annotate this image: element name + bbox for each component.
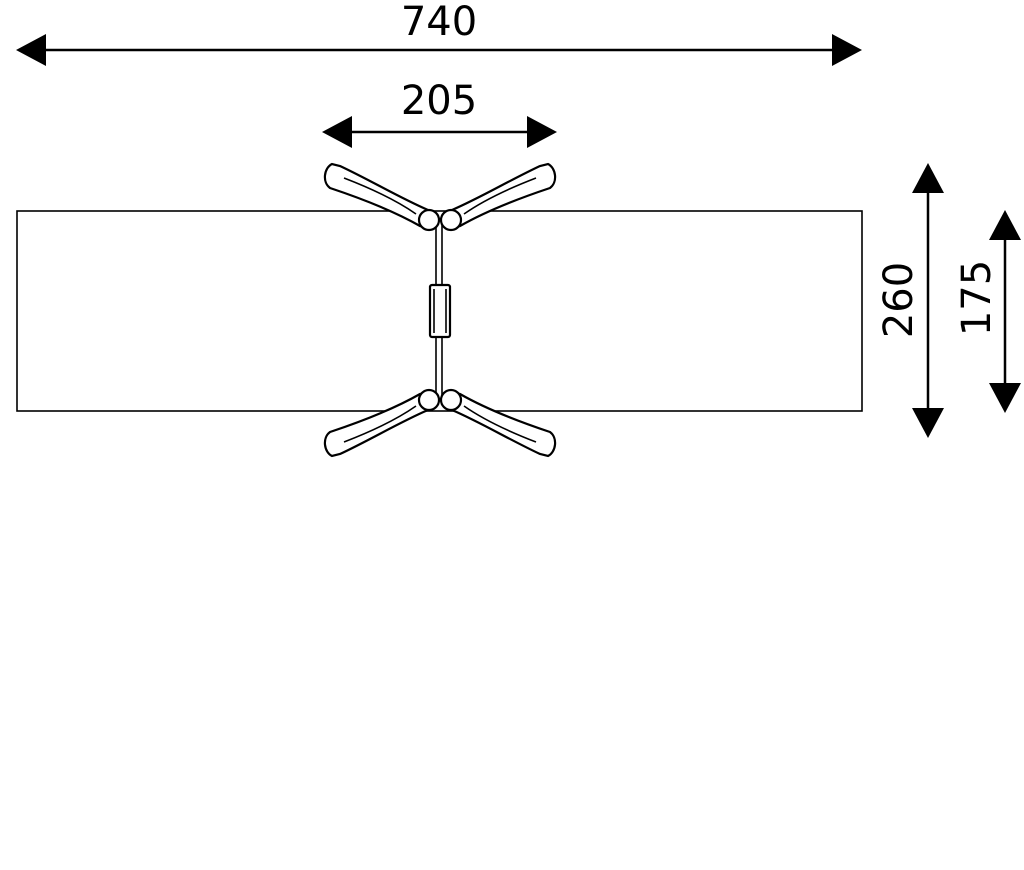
frame-width-label: 205: [401, 78, 477, 124]
arrow-up-icon: [989, 210, 1021, 240]
dimension-frame-width: 205: [322, 78, 557, 148]
leg-top-right: [448, 162, 557, 228]
arrow-left-icon: [322, 116, 352, 148]
top-beam: [428, 222, 452, 400]
leg-bottom-left: [323, 392, 432, 458]
arrow-left-icon: [16, 34, 46, 66]
arrow-down-icon: [912, 408, 944, 438]
arrow-right-icon: [527, 116, 557, 148]
overall-length-label: 740: [401, 0, 477, 45]
joint-bottom-right: [439, 388, 463, 412]
leg-top-left: [323, 162, 432, 228]
arrow-up-icon: [912, 163, 944, 193]
joint-top-right: [439, 208, 463, 232]
swing-seat: [428, 283, 452, 339]
arrow-down-icon: [989, 383, 1021, 413]
dimension-inner-depth: 175: [954, 210, 1021, 413]
inner-depth-label: 175: [954, 260, 1000, 336]
joint-bottom-left: [417, 388, 441, 412]
leg-bottom-right: [448, 392, 557, 458]
overall-depth-label: 260: [876, 262, 922, 338]
dimension-overall-depth: 260: [876, 163, 944, 438]
joint-top-left: [417, 208, 441, 232]
a-frame-bottom: [323, 388, 557, 458]
arrow-right-icon: [832, 34, 862, 66]
a-frame-top: [323, 162, 557, 232]
swing-area-outline: [16, 210, 863, 412]
dimension-overall-length: 740: [16, 0, 862, 66]
